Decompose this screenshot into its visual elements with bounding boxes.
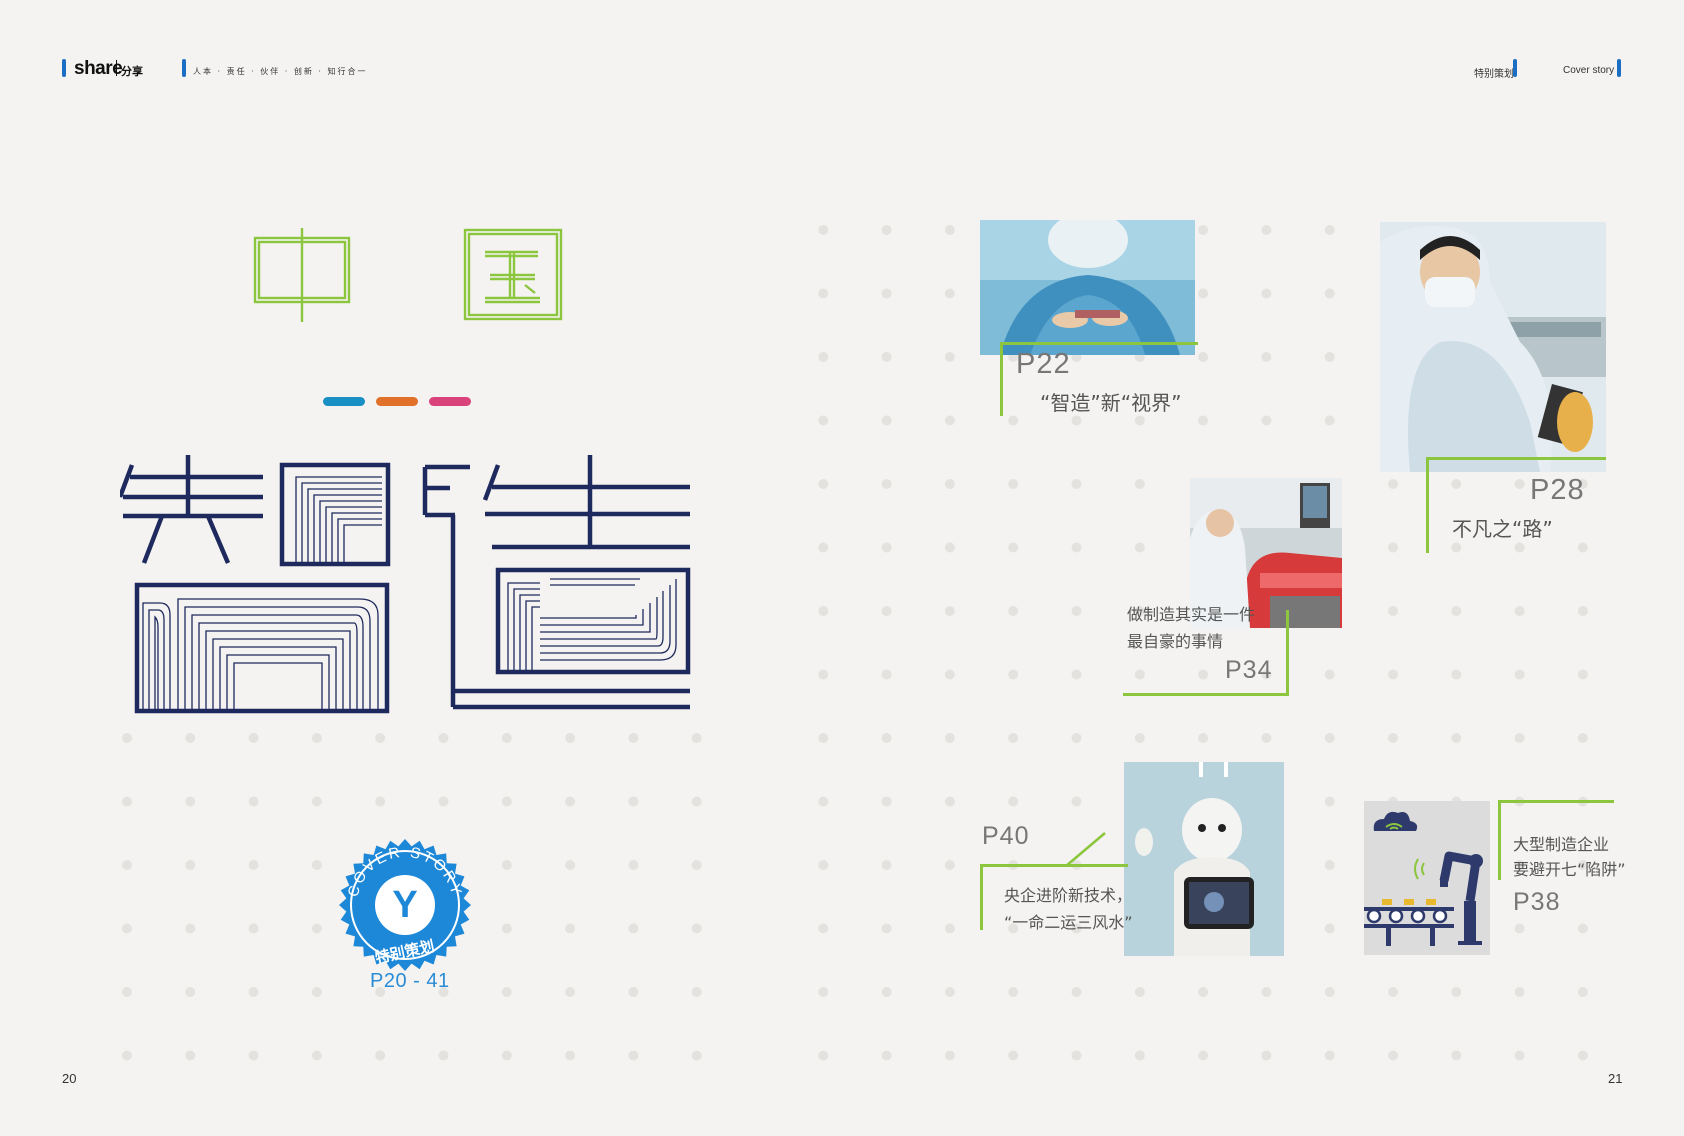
page-number-left: 20 xyxy=(62,1071,77,1086)
cover-story-badge: COVER STORY Y 特别策划 xyxy=(335,835,475,975)
lab-machine-image xyxy=(1190,478,1342,628)
badge-seal: COVER STORY Y 特别策划 xyxy=(339,839,471,971)
article-p38-caption-1[interactable]: 大型制造企业 xyxy=(1513,835,1610,854)
article-p34-caption-2[interactable]: 最自豪的事情 xyxy=(1127,632,1224,651)
article-p38-line-v xyxy=(1498,800,1501,880)
article-p28-photo[interactable] xyxy=(1380,222,1606,472)
article-p22-line-h xyxy=(1000,342,1198,345)
article-p38-caption-2[interactable]: 要避开七“陷阱” xyxy=(1513,860,1626,879)
article-p22-page[interactable]: P22 xyxy=(1016,348,1071,380)
title-line2: 制造 xyxy=(117,455,700,715)
article-p40-caption-1[interactable]: 央企进阶新技术， xyxy=(1004,886,1133,905)
article-p34-page[interactable]: P34 xyxy=(1225,656,1273,684)
title-zhong-guo-glyphs xyxy=(253,228,563,322)
motto-bracket xyxy=(182,59,186,77)
article-p34-line-v xyxy=(1286,610,1289,696)
article-p40-page[interactable]: P40 xyxy=(982,822,1030,850)
article-p38-page[interactable]: P38 xyxy=(1513,888,1561,916)
motto: 人本 · 责任 · 伙伴 · 创新 · 知行合一 xyxy=(193,67,368,76)
article-p28-page[interactable]: P28 xyxy=(1530,474,1585,506)
section-bracket-1 xyxy=(1513,59,1517,77)
brand-separator xyxy=(116,60,117,76)
article-p28-line-h xyxy=(1426,457,1606,460)
header-left-bracket xyxy=(62,59,66,77)
badge-center-letter: Y xyxy=(392,884,417,926)
article-p34-photo[interactable] xyxy=(1190,478,1342,628)
article-p34-line-h xyxy=(1123,693,1289,696)
page-number-right: 21 xyxy=(1608,1071,1623,1086)
cover-story-pages: P20 - 41 xyxy=(370,970,450,992)
article-p40-caption-2[interactable]: “一命二运三风水” xyxy=(1004,913,1133,932)
article-p40-line-diag xyxy=(1065,832,1106,867)
article-p40-line-v xyxy=(980,864,983,930)
article-p22-photo[interactable] xyxy=(980,220,1195,355)
section-bracket-2 xyxy=(1617,59,1621,77)
title-color-dashes xyxy=(323,397,471,406)
article-p28-line-v xyxy=(1426,457,1429,553)
article-p22-caption[interactable]: “智造”新“视界” xyxy=(1040,391,1182,415)
section-title-en: Cover story xyxy=(1563,65,1615,76)
article-p38-photo[interactable] xyxy=(1364,801,1490,955)
article-p34-caption-1[interactable]: 做制造其实是一件 xyxy=(1127,605,1256,624)
title-line1: 中国 xyxy=(240,225,580,325)
article-p40-photo[interactable] xyxy=(1124,762,1284,956)
article-p28-caption[interactable]: 不凡之“路” xyxy=(1452,517,1553,541)
article-p38-line-h xyxy=(1498,800,1614,803)
article-p22-line-v xyxy=(1000,342,1003,416)
humanoid-robot-image xyxy=(1124,762,1284,956)
engineer-inspecting-chip-image xyxy=(1380,222,1606,472)
title-zhi-zao-glyphs xyxy=(117,455,691,714)
section-title-cn: 特别策划 xyxy=(1474,69,1514,80)
article-p40-line-h xyxy=(980,864,1128,867)
brand-logo: share xyxy=(74,58,123,79)
robot-arm-conveyor-illustration xyxy=(1364,801,1490,955)
brand-cn: 分享 xyxy=(121,65,143,78)
cleanroom-worker-image xyxy=(980,220,1195,355)
